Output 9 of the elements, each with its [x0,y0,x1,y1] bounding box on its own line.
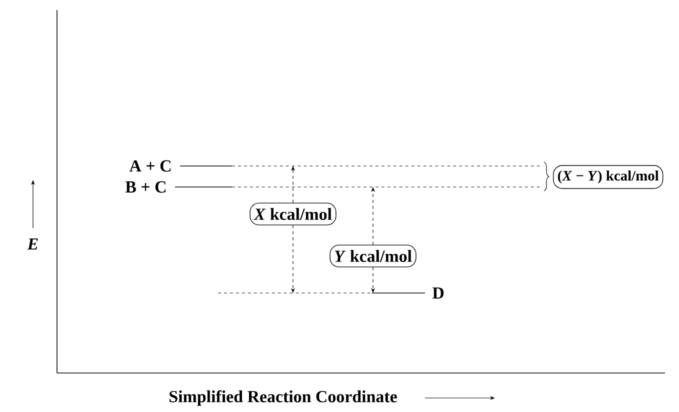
value-box: (X − Y) kcal/mol [553,165,664,189]
value-box: Y kcal/mol [330,244,416,268]
energy-level-line [218,292,426,294]
level-label: A + C [129,160,170,172]
level-label: D [432,287,444,299]
value-box: X kcal/mol [250,202,336,226]
level-label: B + C [125,181,166,193]
axis-label: Simplified Reaction Coordinate [170,390,397,406]
axis-label: E [27,238,38,250]
